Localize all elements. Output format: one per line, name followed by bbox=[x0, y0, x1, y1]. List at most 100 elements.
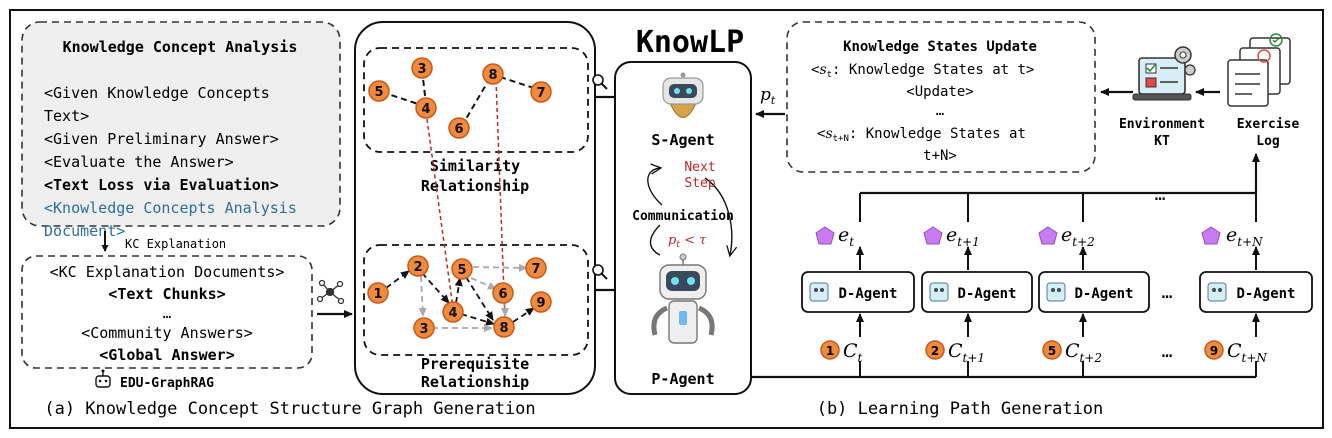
kc-explanation-label: KC Explanation bbox=[125, 237, 226, 251]
d-agent-label: D-Agent bbox=[1236, 286, 1295, 302]
svg-text:6: 6 bbox=[454, 122, 463, 137]
d-agent-ellipsis: … bbox=[1162, 282, 1173, 303]
kca-blue-line-2: Document> bbox=[44, 222, 125, 240]
svg-text:8: 8 bbox=[488, 68, 497, 83]
ksu-title: Knowledge States Update bbox=[843, 39, 1037, 55]
environment-label-1: Environment bbox=[1119, 117, 1205, 132]
prerequisite-node-7: 7 bbox=[525, 257, 547, 279]
prerequisite-node-8: 8 bbox=[493, 316, 515, 338]
pentagon-icon bbox=[815, 226, 835, 245]
pentagon-icon bbox=[923, 226, 943, 245]
prerequisite-node-9: 9 bbox=[530, 291, 552, 313]
svg-text:6: 6 bbox=[498, 287, 507, 302]
left-circular-arrow bbox=[647, 168, 663, 206]
prerequisite-node-2: 2 bbox=[407, 255, 429, 277]
d-agent-label: D-Agent bbox=[957, 286, 1016, 302]
kca-line-1: <Given Knowledge Concepts bbox=[44, 84, 270, 102]
left-circular-arrow-lower bbox=[649, 224, 661, 256]
network-graph-icon bbox=[316, 279, 345, 305]
prerequisite-node-6: 6 bbox=[492, 282, 514, 304]
c-label-ellipsis: … bbox=[1162, 341, 1173, 362]
d-agent-box: D-Agent bbox=[921, 271, 1033, 313]
environment-kt-icon bbox=[1132, 46, 1196, 101]
next-step-line-2: Step bbox=[684, 176, 715, 191]
kce-line-2: <Text Chunks> bbox=[108, 285, 225, 303]
kce-line-1: <KC Explanation Documents> bbox=[50, 263, 285, 281]
prerequisite-node-1: 1 bbox=[367, 282, 389, 304]
svg-text:1: 1 bbox=[373, 287, 382, 302]
svg-text:3: 3 bbox=[417, 62, 426, 77]
kca-title: Knowledge Concept Analysis bbox=[63, 38, 298, 56]
d-agent-label: D-Agent bbox=[1074, 286, 1133, 302]
environment-label-2: KT bbox=[1154, 134, 1170, 149]
figure-title: KnowLP bbox=[636, 25, 744, 60]
caption-a: (a) Knowledge Concept Structure Graph Ge… bbox=[44, 399, 535, 419]
d-agent-box: D-Agent bbox=[1038, 271, 1150, 313]
p-agent-label: P-Agent bbox=[651, 370, 714, 388]
svg-text:4: 4 bbox=[421, 102, 430, 117]
ksu-line-4: <st+N: Knowledge States at bbox=[817, 126, 1026, 144]
similarity-label-1: Similarity bbox=[430, 157, 520, 175]
red-connector-8 bbox=[495, 79, 506, 321]
svg-text:Ct+N: Ct+N bbox=[1227, 340, 1267, 365]
next-step-line-1: Next bbox=[684, 160, 715, 175]
p-agent-robot-icon bbox=[651, 253, 715, 344]
svg-text:4: 4 bbox=[448, 306, 457, 321]
kca-line-4: <Evaluate the Answer> bbox=[44, 153, 234, 171]
exercise-label-2: Log bbox=[1256, 134, 1279, 149]
red-connector-4 bbox=[425, 111, 454, 309]
c-label-tn: 9 Ct+N bbox=[1204, 340, 1267, 365]
svg-text:9: 9 bbox=[1210, 344, 1218, 358]
e-label-t1: et+1 bbox=[946, 224, 980, 249]
outer-frame bbox=[9, 9, 1324, 429]
prerequisite-box bbox=[363, 244, 589, 356]
svg-text:5: 5 bbox=[1048, 344, 1056, 358]
svg-text:Ct+2: Ct+2 bbox=[1065, 340, 1102, 365]
magnifier-icon-bottom bbox=[592, 264, 608, 280]
prerequisite-label-2: Relationship bbox=[421, 373, 529, 391]
kce-line-3: … bbox=[163, 306, 171, 322]
svg-text:2: 2 bbox=[931, 344, 939, 358]
e-label-t: et bbox=[838, 224, 854, 249]
svg-text:1: 1 bbox=[826, 344, 834, 358]
prerequisite-label-1: Prerequisite bbox=[421, 355, 529, 373]
d-agent-box: D-Agent bbox=[1199, 271, 1313, 313]
exercise-log-icon bbox=[1227, 33, 1291, 107]
pt-label: pt bbox=[760, 85, 776, 107]
svg-text:5: 5 bbox=[457, 263, 466, 278]
prerequisite-node-3: 3 bbox=[413, 317, 435, 339]
c-label-t: 1 Ct bbox=[820, 340, 863, 365]
agent-container bbox=[614, 61, 752, 395]
kca-panel: Knowledge Concept Analysis <Given Knowle… bbox=[21, 21, 341, 240]
right-circular-arrow bbox=[704, 177, 732, 255]
similarity-box bbox=[363, 47, 589, 153]
e-label-tn: et+N bbox=[1226, 224, 1263, 249]
svg-text:8: 8 bbox=[499, 321, 508, 336]
ksu-line-1: <st: Knowledge States at t> bbox=[811, 62, 1034, 80]
caption-b: (b) Learning Path Generation bbox=[817, 399, 1104, 419]
graphrag-label: EDU-GraphRAG bbox=[120, 376, 214, 391]
communication-label: Communication bbox=[632, 209, 734, 224]
kce-line-4: <Community Answers> bbox=[81, 324, 253, 342]
prerequisite-node-5: 5 bbox=[451, 258, 473, 280]
similarity-node-5: 5 bbox=[368, 80, 390, 102]
svg-text:9: 9 bbox=[536, 296, 545, 311]
path-column-t2: et+2 D-Agent 5 Ct+2 bbox=[1038, 193, 1150, 377]
s-agent-robot-icon bbox=[662, 72, 704, 118]
prerequisite-edges-black bbox=[385, 270, 535, 326]
magnifier-icon-top bbox=[592, 74, 608, 90]
graph-container bbox=[354, 21, 596, 395]
kce-line-5: <Global Answer> bbox=[99, 346, 234, 364]
path-column-t: et D-Agent 1 Ct bbox=[801, 193, 915, 377]
c-label-t1: 2 Ct+1 bbox=[925, 340, 985, 365]
kca-line-3: <Given Preliminary Answer> bbox=[44, 130, 279, 148]
graphrag-robot-icon bbox=[95, 369, 111, 388]
svg-text:3: 3 bbox=[419, 322, 428, 337]
ksu-line-3: … bbox=[936, 103, 944, 119]
similarity-label-2: Relationship bbox=[421, 177, 529, 195]
similarity-node-7: 7 bbox=[530, 81, 552, 103]
ksu-line-5: t+N> bbox=[923, 148, 957, 164]
d-agent-box: D-Agent bbox=[801, 271, 915, 313]
similarity-node-4: 4 bbox=[415, 97, 437, 119]
